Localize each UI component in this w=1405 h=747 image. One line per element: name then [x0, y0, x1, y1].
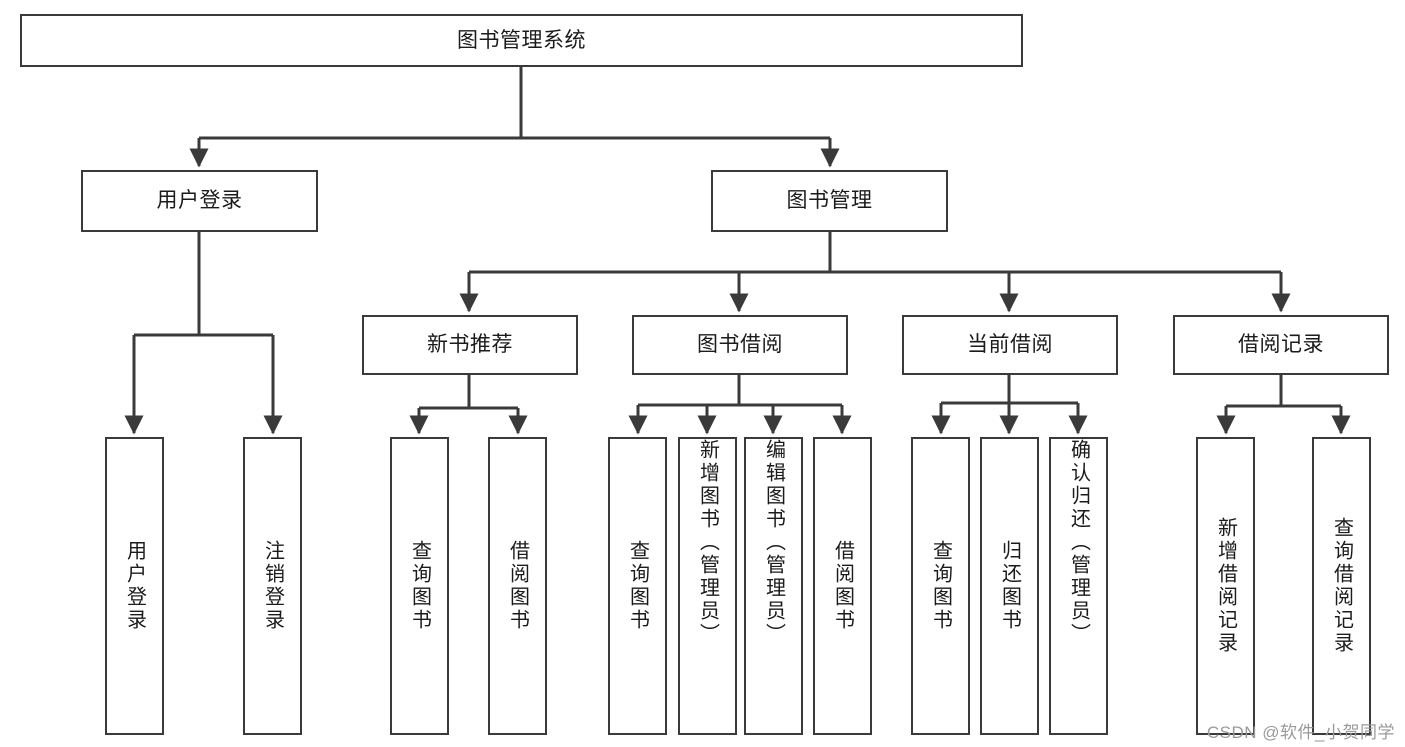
node-label: 注销登录 — [261, 540, 284, 632]
leaf-borrow-add-book-admin[interactable]: 新增图书（管理员） — [678, 437, 737, 735]
leaf-recommend-query-book[interactable]: 查询图书 — [390, 437, 449, 735]
node-label: 查询借阅记录 — [1330, 517, 1353, 655]
node-book-management[interactable]: 图书管理 — [711, 170, 948, 232]
node-book-borrow[interactable]: 图书借阅 — [632, 315, 848, 375]
leaf-borrow-borrow-book[interactable]: 借阅图书 — [813, 437, 872, 735]
node-label: 查询图书 — [626, 540, 649, 632]
leaf-recommend-borrow-book[interactable]: 借阅图书 — [488, 437, 547, 735]
leaf-user-login-logout[interactable]: 注销登录 — [243, 437, 302, 735]
node-label: 图书管理 — [786, 189, 873, 213]
node-label: 借阅图书 — [831, 540, 854, 632]
node-label: 新增图书（管理员） — [696, 439, 719, 646]
node-label: 借阅记录 — [1238, 333, 1324, 357]
leaf-current-return-book[interactable]: 归还图书 — [980, 437, 1039, 735]
leaf-records-add-record[interactable]: 新增借阅记录 — [1196, 437, 1255, 735]
node-new-book-recommend[interactable]: 新书推荐 — [362, 315, 578, 375]
node-user-login[interactable]: 用户登录 — [81, 170, 318, 232]
leaf-current-query-book[interactable]: 查询图书 — [911, 437, 970, 735]
leaf-borrow-query-book[interactable]: 查询图书 — [608, 437, 667, 735]
node-current-borrow[interactable]: 当前借阅 — [902, 315, 1118, 375]
node-label: 图书管理系统 — [457, 28, 586, 52]
leaf-records-query-record[interactable]: 查询借阅记录 — [1312, 437, 1371, 735]
leaf-current-confirm-return-admin[interactable]: 确认归还（管理员） — [1049, 437, 1108, 735]
leaf-borrow-edit-book-admin[interactable]: 编辑图书（管理员） — [744, 437, 803, 735]
node-label: 查询图书 — [929, 540, 952, 632]
node-label: 归还图书 — [998, 540, 1021, 632]
node-root-system[interactable]: 图书管理系统 — [20, 14, 1023, 67]
node-label: 新书推荐 — [427, 333, 513, 357]
node-borrow-records[interactable]: 借阅记录 — [1173, 315, 1389, 375]
node-label: 当前借阅 — [967, 333, 1053, 357]
node-label: 确认归还（管理员） — [1067, 439, 1090, 646]
node-label: 用户登录 — [156, 189, 243, 213]
node-label: 借阅图书 — [506, 540, 529, 632]
node-label: 编辑图书（管理员） — [762, 439, 785, 646]
leaf-user-login-login[interactable]: 用户登录 — [105, 437, 164, 735]
node-label: 新增借阅记录 — [1214, 517, 1237, 655]
csdn-watermark: CSDN @软件_小贺同学 — [1206, 723, 1395, 742]
node-label: 图书借阅 — [697, 333, 783, 357]
node-label: 查询图书 — [408, 540, 431, 632]
node-label: 用户登录 — [123, 540, 146, 632]
